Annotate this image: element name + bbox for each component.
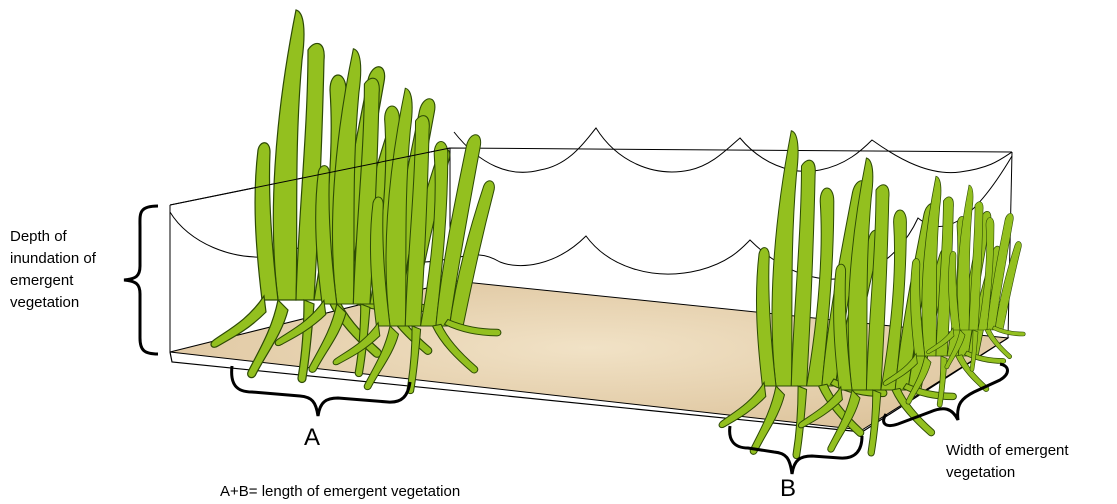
label-b: B bbox=[780, 476, 796, 502]
depth-label: Depth of inundation of emergent vegetati… bbox=[10, 226, 125, 314]
width-label: Width of emergent vegetation bbox=[946, 440, 1116, 484]
label-a: A bbox=[304, 425, 320, 451]
depth-bracket bbox=[124, 206, 158, 354]
formula-label: A+B= length of emergent vegetation bbox=[220, 481, 460, 503]
